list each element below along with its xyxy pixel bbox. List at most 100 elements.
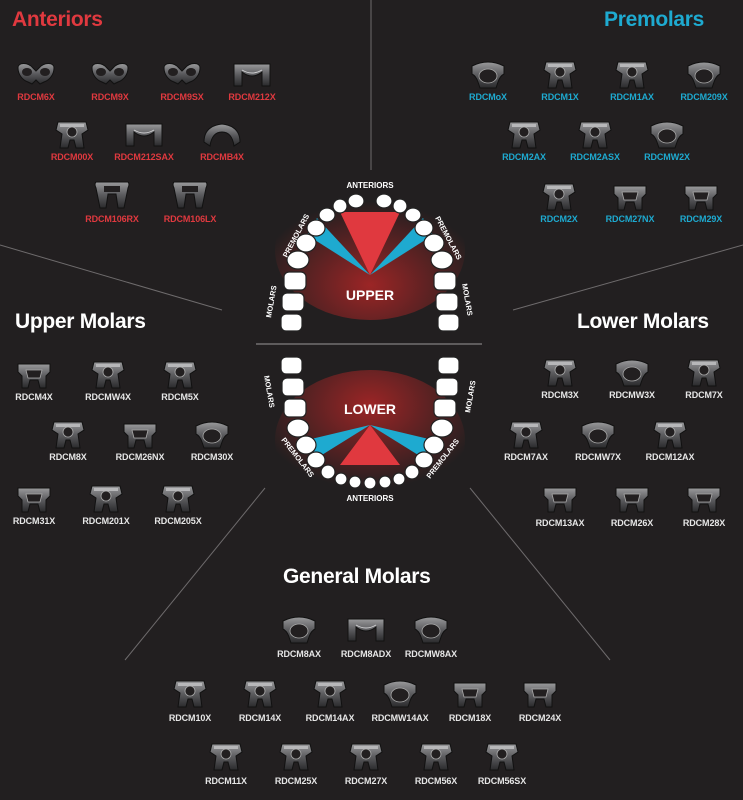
clamp-upper-molar[interactable]: RDCM31X xyxy=(2,484,66,526)
clamp-round-icon xyxy=(576,420,620,450)
clamp-winged-icon xyxy=(538,482,582,516)
clamp-label: RDCM26NX xyxy=(115,452,165,462)
upper-teeth xyxy=(280,193,460,332)
clamp-round-icon xyxy=(645,120,689,150)
clamp-general-molar[interactable]: RDCM27X xyxy=(334,740,398,786)
clamp-premolar[interactable]: RDCM1X xyxy=(528,60,592,102)
upper-anterior-wedge xyxy=(340,212,400,275)
clamp-lower-molar[interactable]: RDCM13AX xyxy=(528,482,592,528)
clamp-lower-molar[interactable]: RDCMW7X xyxy=(566,420,630,462)
clamp-molar-icon xyxy=(538,60,582,90)
clamp-lower-molar[interactable]: RDCM28X xyxy=(672,482,736,528)
clamp-premolar[interactable]: RDCM2ASX xyxy=(563,120,627,162)
clamp-molar-icon xyxy=(414,740,458,774)
clamp-label: RDCM9X xyxy=(91,92,129,102)
clamp-label: RDCM106LX xyxy=(163,214,217,224)
clamp-round-icon xyxy=(409,613,453,647)
clamp-winged-icon xyxy=(448,677,492,711)
clamp-general-molar[interactable]: RDCM18X xyxy=(438,677,502,723)
clamp-lower-molar[interactable]: RDCM26X xyxy=(600,482,664,528)
clamp-general-molar[interactable]: RDCMW8AX xyxy=(399,613,463,659)
clamp-label: RDCMW2X xyxy=(644,152,690,162)
clamp-label: RDCM28X xyxy=(682,518,726,528)
clamp-general-molar[interactable]: RDCM11X xyxy=(194,740,258,786)
clamp-bow-icon xyxy=(344,613,388,647)
clamp-premolar[interactable]: RDCM29X xyxy=(669,182,733,224)
clamp-label: RDCMB4X xyxy=(200,152,244,162)
clamp-label: RDCM8X xyxy=(49,452,87,462)
clamp-premolar[interactable]: RDCM2AX xyxy=(492,120,556,162)
clamp-label: RDCM13AX xyxy=(535,518,585,528)
clamp-anterior[interactable]: RDCM106RX xyxy=(80,178,144,224)
clamp-premolar[interactable]: RDCM1AX xyxy=(600,60,664,102)
clamp-anterior[interactable]: RDCMB4X xyxy=(190,120,254,162)
clamp-general-molar[interactable]: RDCM56SX xyxy=(470,740,534,786)
clamp-round-icon xyxy=(466,60,510,90)
clamp-premolar[interactable]: RDCM27NX xyxy=(598,182,662,224)
clamp-upper-molar[interactable]: RDCM201X xyxy=(74,484,138,526)
clamp-label: RDCM56SX xyxy=(477,776,527,786)
clamp-upper-molar[interactable]: RDCM30X xyxy=(180,420,244,462)
clamp-premolar[interactable]: RDCMW2X xyxy=(635,120,699,162)
clamp-anterior[interactable]: RDCM00X xyxy=(40,120,104,162)
clamp-label: RDCM1AX xyxy=(610,92,654,102)
clamp-general-molar[interactable]: RDCM14X xyxy=(228,677,292,723)
clamp-label: RDCM7X xyxy=(685,390,723,400)
clamp-upper-molar[interactable]: RDCM8X xyxy=(36,420,100,462)
clamp-label: RDCMW4X xyxy=(85,392,131,402)
clamp-winged-icon xyxy=(608,182,652,212)
clamp-lower-molar[interactable]: RDCM7AX xyxy=(494,420,558,462)
clamp-general-molar[interactable]: RDCM8ADX xyxy=(334,613,398,659)
clamp-anterior[interactable]: RDCM212X xyxy=(220,60,284,102)
lower-anterior-wedge xyxy=(340,425,400,465)
clamp-anterior[interactable]: RDCM9SX xyxy=(150,60,214,102)
clamp-anterior[interactable]: RDCM9X xyxy=(78,60,142,102)
clamp-general-molar[interactable]: RDCM10X xyxy=(158,677,222,723)
clamp-anterior[interactable]: RDCM212SAX xyxy=(112,120,176,162)
clamp-lower-molar[interactable]: RDCMW3X xyxy=(600,358,664,400)
clamp-bow-icon xyxy=(122,120,166,150)
clamp-cervical-icon xyxy=(168,178,212,212)
clamp-upper-molar[interactable]: RDCMW4X xyxy=(76,360,140,402)
clamp-label: RDCM106RX xyxy=(85,214,139,224)
clamp-winged-icon xyxy=(610,482,654,516)
clamp-round-icon xyxy=(190,420,234,450)
clamp-general-molar[interactable]: RDCM8AX xyxy=(267,613,331,659)
clamp-premolar[interactable]: RDCMoX xyxy=(456,60,520,102)
clamp-label: RDCM27X xyxy=(344,776,388,786)
clamp-anterior[interactable]: RDCM106LX xyxy=(158,178,222,224)
clamp-label: RDCM209X xyxy=(680,92,728,102)
clamp-lower-molar[interactable]: RDCM3X xyxy=(528,358,592,400)
clamp-lower-molar[interactable]: RDCM7X xyxy=(672,358,736,400)
clamp-anterior[interactable]: RDCM6X xyxy=(4,60,68,102)
clamp-molar-icon xyxy=(610,60,654,90)
clamp-general-molar[interactable]: RDCM25X xyxy=(264,740,328,786)
clamp-molar-icon xyxy=(308,677,352,711)
clamp-winged-icon xyxy=(12,360,56,390)
clamp-label: RDCM6X xyxy=(17,92,55,102)
lower-teeth xyxy=(280,356,460,490)
clamp-general-molar[interactable]: RDCM24X xyxy=(508,677,572,723)
clamp-general-molar[interactable]: RDCM14AX xyxy=(298,677,362,723)
clamp-upper-molar[interactable]: RDCM5X xyxy=(148,360,212,402)
clamp-label: RDCM30X xyxy=(190,452,234,462)
clamp-round-icon xyxy=(378,677,422,711)
clamp-label: RDCM9SX xyxy=(160,92,204,102)
clamp-label: RDCMW8AX xyxy=(404,649,458,659)
clamp-winged-icon xyxy=(679,182,723,212)
clamp-general-molar[interactable]: RDCMW14AX xyxy=(368,677,432,723)
clamp-label: RDCM8AX xyxy=(277,649,321,659)
clamp-label: RDCM27NX xyxy=(605,214,655,224)
clamp-upper-molar[interactable]: RDCM205X xyxy=(146,484,210,526)
clamp-general-molar[interactable]: RDCM56X xyxy=(404,740,468,786)
heading-premolars: Premolars xyxy=(604,8,705,31)
clamp-label: RDCM24X xyxy=(518,713,562,723)
clamp-premolar[interactable]: RDCM209X xyxy=(672,60,736,102)
clamp-molar-icon xyxy=(158,360,202,390)
clamp-upper-molar[interactable]: RDCM4X xyxy=(2,360,66,402)
clamp-label: RDCM10X xyxy=(168,713,212,723)
clamp-upper-molar[interactable]: RDCM26NX xyxy=(108,420,172,462)
clamp-lower-molar[interactable]: RDCM12AX xyxy=(638,420,702,462)
clamp-premolar[interactable]: RDCM2X xyxy=(527,182,591,224)
